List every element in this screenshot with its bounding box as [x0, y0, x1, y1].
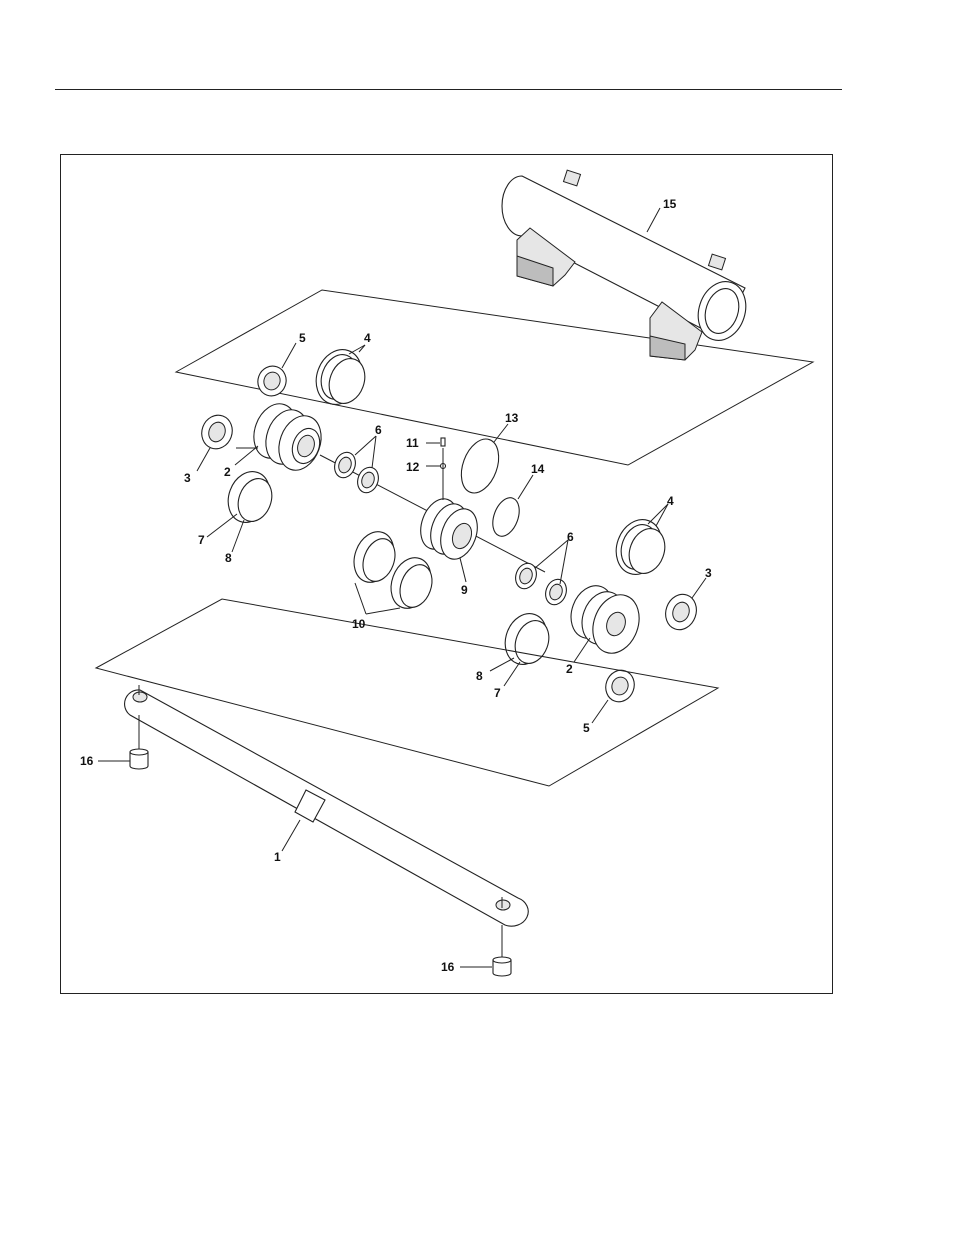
spacer-upper-b [354, 464, 382, 495]
o-ring-14 [488, 494, 524, 540]
callout-setscrew: 11 [406, 436, 419, 450]
rod-seal-upper [309, 343, 371, 411]
callout-ball: 12 [406, 460, 420, 474]
callout-backup-ring-upper: 3 [184, 471, 191, 485]
piston [414, 494, 484, 564]
callout-o-ring-13: 13 [505, 411, 519, 425]
callout-rod-wiper-lower: 5 [583, 721, 590, 735]
wear-ring-lower [498, 608, 554, 671]
spacer-lower-a [512, 560, 540, 591]
callout-wear-ring-lower: 7 [494, 686, 501, 700]
callout-piston-seal-rings: 10 [352, 617, 366, 631]
cylinder-barrel [502, 170, 753, 360]
callout-piston: 9 [461, 583, 468, 597]
bushing-right [493, 925, 511, 976]
piston-rod [125, 685, 529, 926]
rod-seal-lower [609, 513, 671, 581]
rod-wiper-lower [601, 666, 638, 706]
cylinder-head-lower [564, 580, 647, 660]
callout-spacer-upper: 6 [375, 423, 382, 437]
callout-backup-ring-lower: 3 [705, 566, 712, 580]
callout-rod-seal-lower: 4 [667, 494, 674, 508]
callout-cylinder-barrel: 15 [663, 197, 677, 211]
callout-seal-upper-8: 8 [225, 551, 232, 565]
backup-ring-upper [197, 411, 237, 453]
callout-bushing-right: 16 [441, 960, 455, 974]
callout-cylinder-head-lower: 2 [566, 662, 573, 676]
callout-o-ring-14: 14 [531, 462, 545, 476]
o-ring-13 [454, 434, 505, 498]
spacer-upper-a [331, 449, 359, 480]
callout-bushing-left: 16 [80, 754, 94, 768]
callout-rod-wiper-upper: 5 [299, 331, 306, 345]
callout-rod-seal-upper: 4 [364, 331, 371, 345]
callout-cylinder-head-upper: 2 [224, 465, 231, 479]
spacer-lower-b [542, 576, 570, 607]
callout-seal-lower-8: 8 [476, 669, 483, 683]
cylinder-head-upper [247, 398, 329, 476]
callout-spacer-lower: 6 [567, 530, 574, 544]
backup-ring-lower [661, 590, 702, 634]
setscrew [441, 438, 445, 446]
callout-wear-ring-upper: 7 [198, 533, 205, 547]
callout-piston-rod: 1 [274, 850, 281, 864]
